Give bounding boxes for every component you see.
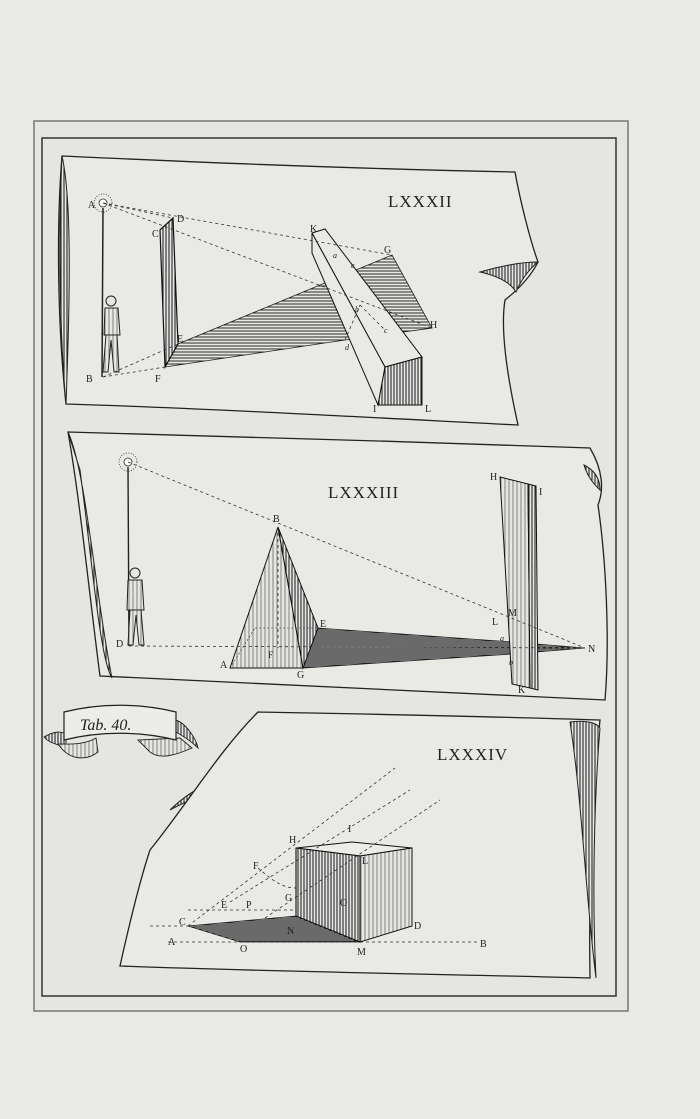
point-label: E — [221, 900, 227, 911]
point-label: F — [268, 650, 273, 660]
point-label: K — [518, 685, 526, 696]
figure-numeral: LXXXIII — [328, 483, 399, 502]
scroll-curl-right — [478, 261, 540, 294]
figure-lxxxiv: LXXXIV A B C D E F G H I L M N O O P — [119, 711, 601, 979]
wall-front-face — [159, 216, 179, 370]
scroll-sheet-lxxxii — [57, 155, 539, 426]
point-label: B — [273, 514, 280, 525]
point-label: L — [362, 856, 368, 867]
human-figure-icon — [102, 295, 121, 373]
point-label: O — [240, 944, 247, 955]
point-label: E — [320, 619, 326, 630]
point-label: D — [177, 214, 184, 225]
point-label: B — [480, 939, 487, 950]
figure-numeral: LXXXIV — [437, 745, 508, 764]
point-label: c — [384, 326, 388, 335]
point-label: a — [333, 251, 337, 260]
plate-border — [41, 137, 617, 997]
point-label: B — [86, 374, 93, 385]
banner-text: Tab. 40. — [80, 717, 131, 734]
point-label: A — [168, 937, 176, 948]
point-label: H — [490, 472, 497, 483]
point-label: e — [351, 261, 355, 270]
point-label: K — [310, 224, 318, 235]
point-label: H — [430, 320, 437, 331]
point-label: I — [539, 487, 542, 498]
light-rays — [127, 461, 586, 649]
point-label: M — [508, 608, 517, 619]
point-label: C — [179, 917, 186, 928]
point-label: I — [348, 824, 351, 835]
point-label: C — [152, 229, 159, 240]
point-label: N — [287, 926, 294, 937]
point-label: H — [289, 835, 296, 846]
point-label: L — [492, 617, 498, 628]
point-label: F — [253, 861, 259, 872]
point-label: P — [246, 900, 252, 911]
figure-numeral: LXXXII — [388, 192, 453, 211]
point-label: G — [297, 670, 304, 681]
scroll-curl-left — [67, 431, 113, 679]
figure-lxxxii: LXXXII A B C D E F G H I K L a b c d e — [57, 155, 540, 426]
light-source-icon — [93, 193, 113, 213]
cube-right — [359, 847, 413, 943]
point-label: D — [116, 639, 123, 650]
banner-ribbon — [63, 704, 177, 741]
scroll-curl-right — [569, 720, 601, 979]
panel-side — [527, 483, 539, 691]
point-label: O — [340, 898, 347, 909]
light-source-icon — [118, 452, 138, 472]
point-label: F — [155, 374, 161, 385]
scroll-curl-left — [59, 155, 70, 405]
point-label: D — [414, 921, 421, 932]
point-label: I — [373, 404, 376, 415]
point-label: A — [88, 200, 96, 211]
point-label: G — [285, 893, 292, 904]
scroll-sheet-lxxxiii — [67, 431, 608, 701]
scroll-curl-right — [583, 464, 601, 492]
light-rays — [102, 202, 433, 378]
point-label: b — [509, 658, 513, 667]
tab-banner: Tab. 40. — [43, 704, 199, 759]
beam-end-face — [377, 356, 423, 406]
point-label: a — [500, 634, 504, 643]
point-label: M — [357, 947, 366, 958]
light-rays — [150, 767, 480, 943]
torch-pole — [127, 466, 130, 647]
pyramid-right-face — [277, 526, 319, 670]
point-label: N — [588, 644, 595, 655]
point-label: G — [384, 245, 391, 256]
torch-pole — [101, 207, 104, 378]
point-label: b — [355, 305, 359, 314]
point-label: E — [177, 334, 183, 345]
point-label: L — [425, 404, 431, 415]
human-figure-icon — [126, 567, 145, 646]
figure-lxxxiii: LXXXIII A B D E F G H I K L M N a b — [67, 431, 608, 701]
point-label: d — [345, 343, 350, 352]
point-label: A — [220, 660, 228, 671]
